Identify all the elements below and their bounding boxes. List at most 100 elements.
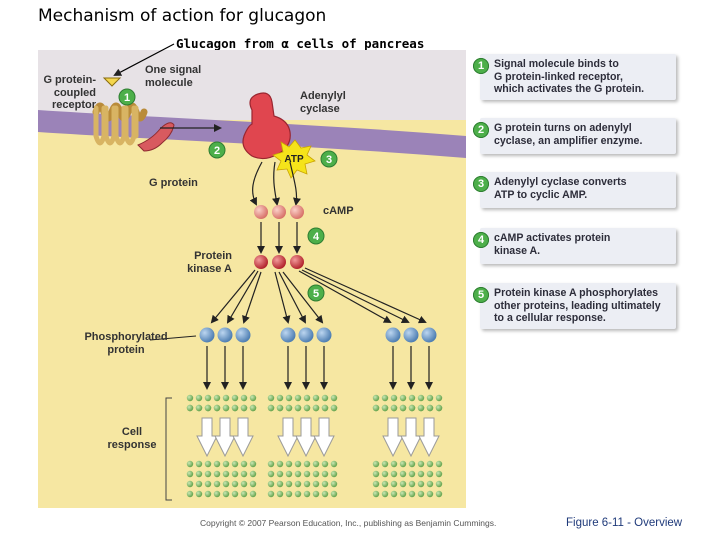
kinase-to-protein-arrows xyxy=(210,267,427,324)
response-product-dot xyxy=(381,470,389,478)
phosphorylated-protein xyxy=(298,327,314,343)
protein-kinase-a xyxy=(272,255,286,269)
page-title: Mechanism of action for glucagon xyxy=(38,6,327,26)
response-product-dot xyxy=(399,490,407,498)
response-product-dot xyxy=(330,460,338,468)
response-product-dot xyxy=(276,394,284,402)
svg-text:3: 3 xyxy=(326,154,332,166)
response-product-dot xyxy=(204,394,212,402)
step-number-badge: 2 xyxy=(473,122,489,138)
response-product-dot xyxy=(195,490,203,498)
phosphorylated-protein xyxy=(199,327,215,343)
response-product-dot xyxy=(186,460,194,468)
response-product-dot xyxy=(222,470,230,478)
response-product-dot xyxy=(312,460,320,468)
response-product-dot xyxy=(426,404,434,412)
response-product-dot xyxy=(330,480,338,488)
response-product-dot xyxy=(381,490,389,498)
camp-molecule xyxy=(254,205,268,219)
response-product-dot xyxy=(285,480,293,488)
step-marker-2: 2 xyxy=(208,141,226,159)
response-product-dot xyxy=(204,490,212,498)
g-protein-receptor-label: G protein- coupled receptor xyxy=(43,74,96,111)
response-product-dot xyxy=(330,490,338,498)
svg-text:1: 1 xyxy=(124,92,130,104)
response-product-dot xyxy=(285,490,293,498)
response-product-dot xyxy=(204,480,212,488)
response-product-dot xyxy=(204,404,212,412)
arrow-to-camp-3 xyxy=(289,161,301,206)
response-product-dot xyxy=(426,490,434,498)
response-product-dot xyxy=(195,404,203,412)
response-block-arrow xyxy=(214,417,236,458)
response-product-dot xyxy=(294,460,302,468)
response-product-dot xyxy=(312,490,320,498)
response-product-dot xyxy=(426,460,434,468)
response-product-dot xyxy=(195,480,203,488)
response-product-dot xyxy=(390,470,398,478)
glucagon-source-label: Glucagon from α cells of pancreas xyxy=(176,36,425,51)
response-product-dot xyxy=(231,394,239,402)
response-product-dot xyxy=(303,404,311,412)
response-block-arrow xyxy=(313,417,335,458)
step-box-5: 5 Protein kinase A phosphorylates other … xyxy=(473,283,676,329)
response-product-dot xyxy=(372,480,380,488)
response-product-dot xyxy=(399,480,407,488)
response-product-dot xyxy=(186,404,194,412)
protein-kinase-a-label: Protein kinase A xyxy=(187,250,232,275)
response-product-dot xyxy=(390,480,398,488)
arrow-to-camp-2 xyxy=(272,161,280,206)
cell-response-area xyxy=(186,394,443,498)
response-product-dot xyxy=(303,460,311,468)
copyright-notice: Copyright © 2007 Pearson Education, Inc.… xyxy=(200,518,497,528)
response-block-arrow xyxy=(277,417,299,458)
cytoplasm xyxy=(38,120,466,508)
response-product-dot xyxy=(186,480,194,488)
step-text: Signal molecule binds to G protein-linke… xyxy=(494,58,645,95)
response-product-dot xyxy=(321,394,329,402)
response-product-dot xyxy=(213,490,221,498)
response-product-dot xyxy=(294,490,302,498)
response-product-dot xyxy=(267,480,275,488)
step-number-badge: 1 xyxy=(473,58,489,74)
response-block-arrow xyxy=(382,417,404,458)
response-product-dot xyxy=(381,460,389,468)
response-product-dot xyxy=(195,394,203,402)
response-product-dot xyxy=(267,470,275,478)
response-product-dot xyxy=(372,394,380,402)
response-product-dot xyxy=(204,460,212,468)
camp-label: cAMP xyxy=(323,205,354,217)
response-product-dot xyxy=(276,490,284,498)
response-product-dot xyxy=(381,394,389,402)
response-product-dot xyxy=(390,460,398,468)
response-product-dot xyxy=(249,460,257,468)
phosphorylated-protein xyxy=(217,327,233,343)
response-product-dot xyxy=(435,490,443,498)
response-product-dot xyxy=(204,470,212,478)
response-product-dot xyxy=(426,470,434,478)
response-product-dot xyxy=(330,394,338,402)
response-product-dot xyxy=(399,394,407,402)
adenylyl-cyclase-icon xyxy=(242,92,291,160)
response-product-dot xyxy=(408,490,416,498)
phosphorylated-protein xyxy=(280,327,296,343)
response-product-dot xyxy=(294,394,302,402)
response-product-dot xyxy=(195,460,203,468)
protein-kinase-a xyxy=(290,255,304,269)
response-product-dot xyxy=(372,460,380,468)
signal-molecule-label: One signal molecule xyxy=(145,64,202,89)
svg-text:5: 5 xyxy=(313,288,319,300)
protein-kinase-a xyxy=(254,255,268,269)
response-product-dot xyxy=(303,480,311,488)
cell-response-bracket xyxy=(165,397,172,501)
step-text: Adenylyl cyclase converts ATP to cyclic … xyxy=(494,176,627,201)
response-product-dot xyxy=(276,404,284,412)
adenylyl-cyclase-label: Adenylyl cyclase xyxy=(300,90,346,115)
response-product-dot xyxy=(213,404,221,412)
g-protein-icon xyxy=(137,122,175,152)
response-product-dot xyxy=(267,460,275,468)
response-product-dot xyxy=(222,404,230,412)
step-number-badge: 4 xyxy=(473,232,489,248)
glucagon-pointer-arrow xyxy=(113,43,175,76)
response-product-dot xyxy=(240,394,248,402)
